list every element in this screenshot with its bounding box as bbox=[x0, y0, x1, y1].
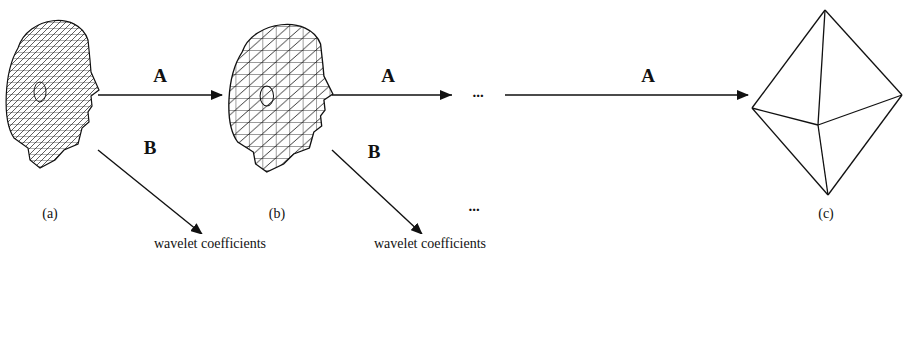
octahedron-edge bbox=[818, 95, 902, 125]
figure-caption: (a) bbox=[42, 206, 58, 222]
figure-caption: (c) bbox=[818, 206, 834, 222]
output-box: wavelet coefficients bbox=[150, 234, 270, 254]
figure-panel: (b) bbox=[222, 8, 332, 222]
head-mesh bbox=[6, 20, 99, 168]
head-mesh bbox=[229, 24, 333, 172]
arrow-connector bbox=[332, 150, 422, 234]
arrow-connector bbox=[98, 94, 222, 95]
ear-outline bbox=[34, 82, 46, 102]
arrow-connector bbox=[332, 94, 748, 95]
operator-label: B bbox=[142, 138, 159, 159]
octahedron-edge bbox=[752, 108, 818, 125]
output-box: wavelet coefficients bbox=[370, 234, 490, 254]
arrow-head bbox=[440, 90, 452, 100]
octahedron-edge bbox=[818, 125, 828, 195]
octahedron-edge bbox=[752, 108, 828, 195]
ellipsis-mark: ... bbox=[466, 198, 481, 215]
octahedron-edge bbox=[825, 10, 902, 95]
octahedron-edge bbox=[752, 10, 825, 108]
ellipsis-mark: ... bbox=[470, 84, 485, 101]
dense-mesh-head bbox=[6, 20, 99, 168]
figure-panel: (a) bbox=[2, 8, 98, 222]
figure-panel: (c) bbox=[748, 8, 904, 222]
octahedron bbox=[752, 10, 902, 195]
figure-caption: (b) bbox=[269, 206, 285, 222]
operator-label: A bbox=[151, 66, 169, 87]
operator-label: A bbox=[379, 66, 397, 87]
arrow-connector bbox=[98, 150, 202, 234]
ear-outline bbox=[260, 86, 273, 106]
operator-label: A bbox=[639, 66, 657, 87]
octahedron-edge bbox=[828, 95, 902, 195]
operator-label: B bbox=[366, 142, 383, 163]
octahedron-edge bbox=[818, 10, 825, 125]
output-text: wavelet coefficients bbox=[374, 236, 486, 252]
coarse-mesh-head bbox=[229, 24, 333, 172]
output-text: wavelet coefficients bbox=[154, 236, 266, 252]
